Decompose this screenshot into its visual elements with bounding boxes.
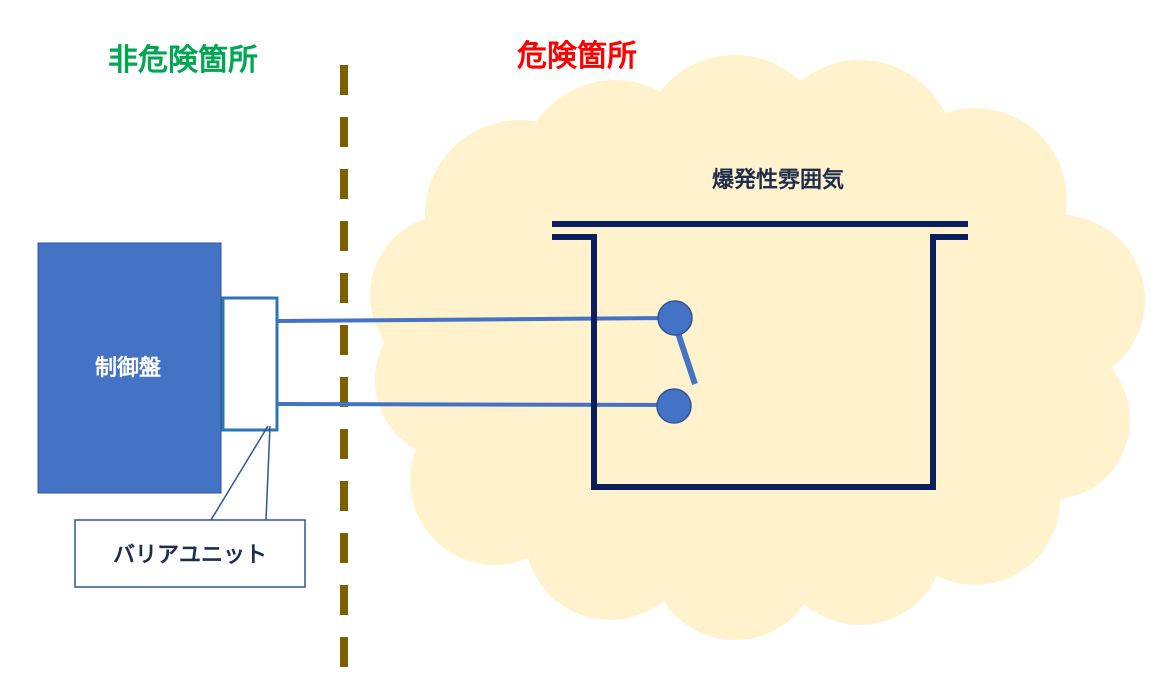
container-outline <box>552 221 968 490</box>
control-panel-box <box>37 242 222 494</box>
barrier-unit-box <box>221 296 279 432</box>
non-hazardous-area-title: 非危険箇所 <box>108 43 258 78</box>
barrier-unit-callout-box <box>74 519 306 588</box>
hazardous-area-title: 危険箇所 <box>517 39 637 74</box>
control-panel-label: 制御盤 <box>95 355 162 381</box>
callout-leader-left <box>210 425 269 521</box>
callout-leader-right <box>265 425 271 521</box>
signal-wire-lower <box>276 402 676 407</box>
explosive-atmosphere-label: 爆発性雰囲気 <box>712 167 844 193</box>
signal-wire-upper <box>276 316 676 323</box>
barrier-unit-label: バリアユニット <box>113 543 267 568</box>
barrier-unit-callout: バリアユニット <box>74 425 306 588</box>
explosive-atmosphere-cloud <box>370 55 1145 640</box>
switch-contact-icon <box>656 300 698 424</box>
